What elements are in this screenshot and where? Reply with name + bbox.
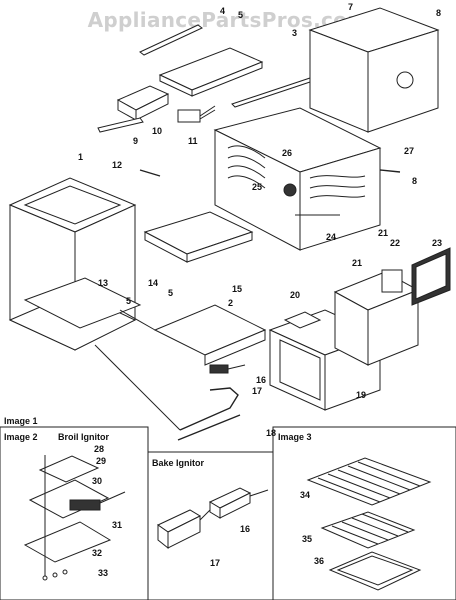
section-image1-title: Image 1 — [4, 416, 38, 426]
callout-21-lower: 21 — [352, 258, 362, 268]
callout-12: 12 — [112, 160, 122, 170]
inset-image3-box — [272, 426, 456, 600]
part-36-broil-pan — [328, 551, 422, 591]
callout-18: 18 — [266, 428, 276, 438]
callout-5-mid: 5 — [168, 288, 173, 298]
callout-16-inset: 16 — [240, 524, 250, 534]
part-4-top-plate — [158, 47, 264, 97]
callout-34: 34 — [300, 490, 310, 500]
section-bake-ignitor-title: Bake Ignitor — [152, 458, 205, 468]
part-2-baffle — [153, 304, 267, 366]
part-10-module — [116, 85, 170, 121]
callout-5-top: 5 — [238, 10, 243, 20]
part-21-liner — [333, 271, 420, 366]
part-14-tray — [143, 211, 254, 263]
callout-25: 25 — [252, 182, 262, 192]
callout-35: 35 — [302, 534, 312, 544]
part-7-back-panel — [308, 7, 440, 133]
callout-9: 9 — [133, 136, 138, 146]
part-20-frame — [283, 311, 322, 329]
callout-14: 14 — [148, 278, 158, 288]
leader-lines — [94, 214, 340, 431]
callout-26: 26 — [282, 148, 292, 158]
section-image3-title: Image 3 — [278, 432, 312, 442]
part-34-oven-rack — [306, 457, 432, 506]
callout-3: 3 — [292, 28, 297, 38]
section-image2-title: Image 2 — [4, 432, 38, 442]
callout-20: 20 — [290, 290, 300, 300]
part-13-base-pan — [23, 277, 142, 329]
callout-2: 2 — [228, 298, 233, 308]
callout-21-top: 21 — [378, 228, 388, 238]
callout-5-left: 5 — [126, 296, 131, 306]
callout-33: 33 — [98, 568, 108, 578]
part-35-broil-grid — [320, 511, 416, 549]
callout-17-inset: 17 — [210, 558, 220, 568]
callout-24: 24 — [326, 232, 336, 242]
part-18-burner — [177, 387, 241, 441]
callout-1: 1 — [78, 152, 83, 162]
callout-30: 30 — [92, 476, 102, 486]
part-rail-long — [231, 77, 314, 108]
callout-29: 29 — [96, 456, 106, 466]
callout-8-top: 8 — [436, 8, 441, 18]
callout-32: 32 — [92, 548, 102, 558]
callout-13: 13 — [98, 278, 108, 288]
callout-4: 4 — [220, 6, 225, 16]
callout-23: 23 — [432, 238, 442, 248]
callout-15: 15 — [232, 284, 242, 294]
part-9-strip — [97, 117, 144, 133]
section-broil-ignitor-title: Broil Ignitor — [58, 432, 109, 442]
callout-28: 28 — [94, 444, 104, 454]
callout-16-main: 16 — [256, 375, 266, 385]
bake-ignitor-assembly — [157, 487, 269, 550]
callout-11: 11 — [188, 136, 198, 146]
part-3-rail — [139, 24, 203, 56]
part-23-panel — [411, 247, 451, 306]
part-12-pin — [139, 169, 161, 177]
part-27-probe — [379, 169, 401, 173]
callout-27: 27 — [404, 146, 414, 156]
oven-cavity — [213, 107, 382, 251]
broil-ignitor-assembly — [23, 455, 126, 581]
callout-19: 19 — [356, 390, 366, 400]
callout-31: 31 — [112, 520, 122, 530]
callout-10: 10 — [152, 126, 162, 136]
part-22-cover — [381, 269, 403, 293]
callout-22: 22 — [390, 238, 400, 248]
part-16-ignitor — [209, 364, 246, 374]
part-11-switch — [177, 105, 216, 123]
callout-8-side: 8 — [412, 176, 417, 186]
callout-7: 7 — [348, 2, 353, 12]
callout-17-main: 17 — [252, 386, 262, 396]
callout-36: 36 — [314, 556, 324, 566]
